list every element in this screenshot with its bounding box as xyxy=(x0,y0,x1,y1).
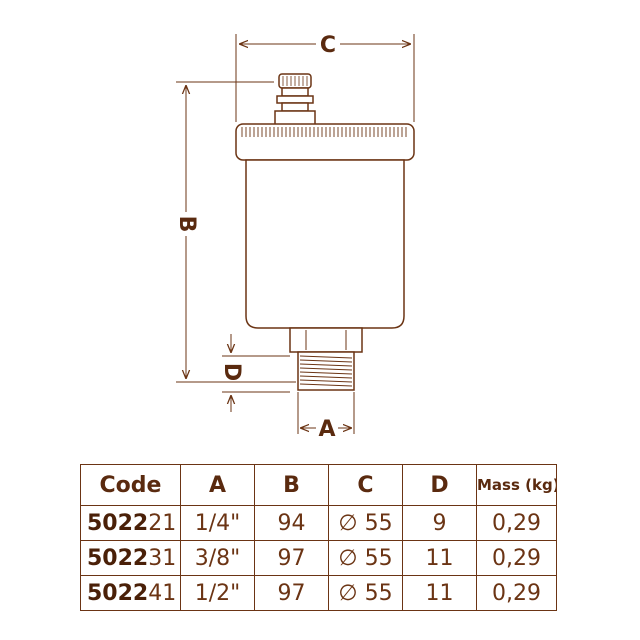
top-cap xyxy=(274,73,316,126)
code-suffix: 31 xyxy=(148,545,177,571)
code-cell: 502241 xyxy=(80,575,181,611)
header-c: C xyxy=(328,464,403,506)
spec-table: Code A B C D Mass (kg) 502221 1/4" 94 ∅ … xyxy=(80,464,557,611)
code-suffix: 41 xyxy=(148,580,177,606)
cell-mass: 0,29 xyxy=(476,575,557,611)
code-prefix: 5022 xyxy=(87,545,149,571)
dimension-a: A xyxy=(297,392,355,442)
cell-d: 9 xyxy=(402,505,477,541)
code-prefix: 5022 xyxy=(87,510,149,536)
code-cell: 502221 xyxy=(80,505,181,541)
code-cell: 502231 xyxy=(80,540,181,576)
threaded-connection xyxy=(297,351,355,391)
cell-a: 3/8" xyxy=(180,540,255,576)
main-body xyxy=(245,159,405,329)
dimension-b: B xyxy=(174,81,296,383)
cell-mass: 0,29 xyxy=(476,540,557,576)
hex-nut xyxy=(289,327,363,353)
dimension-b-label: B xyxy=(174,216,199,233)
air-vent-valve xyxy=(235,73,415,391)
dimension-d-label: D xyxy=(219,363,244,381)
knurled-ring xyxy=(235,123,415,161)
cell-b: 97 xyxy=(254,540,329,576)
dimension-c-label: C xyxy=(320,33,336,58)
header-d: D xyxy=(402,464,477,506)
valve-drawing: C B D A xyxy=(174,33,415,442)
code-suffix: 21 xyxy=(148,510,177,536)
table-row: 502231 3/8" 97 ∅ 55 11 0,29 xyxy=(80,540,557,576)
cell-b: 97 xyxy=(254,575,329,611)
cell-d: 11 xyxy=(402,540,477,576)
header-b: B xyxy=(254,464,329,506)
cell-mass: 0,29 xyxy=(476,505,557,541)
dimension-d: D xyxy=(219,334,290,412)
cell-c: ∅ 55 xyxy=(328,575,403,611)
table-header-row: Code A B C D Mass (kg) xyxy=(80,464,557,506)
header-code: Code xyxy=(80,464,181,506)
cell-a: 1/4" xyxy=(180,505,255,541)
code-prefix: 5022 xyxy=(87,580,149,606)
table-row: 502241 1/2" 97 ∅ 55 11 0,29 xyxy=(80,575,557,611)
dimension-c: C xyxy=(235,33,415,122)
table-row: 502221 1/4" 94 ∅ 55 9 0,29 xyxy=(80,505,557,541)
cell-c: ∅ 55 xyxy=(328,505,403,541)
dimension-a-label: A xyxy=(318,417,335,442)
header-mass: Mass (kg) xyxy=(476,464,557,506)
header-a: A xyxy=(180,464,255,506)
cell-d: 11 xyxy=(402,575,477,611)
cell-c: ∅ 55 xyxy=(328,540,403,576)
cell-a: 1/2" xyxy=(180,575,255,611)
cell-b: 94 xyxy=(254,505,329,541)
